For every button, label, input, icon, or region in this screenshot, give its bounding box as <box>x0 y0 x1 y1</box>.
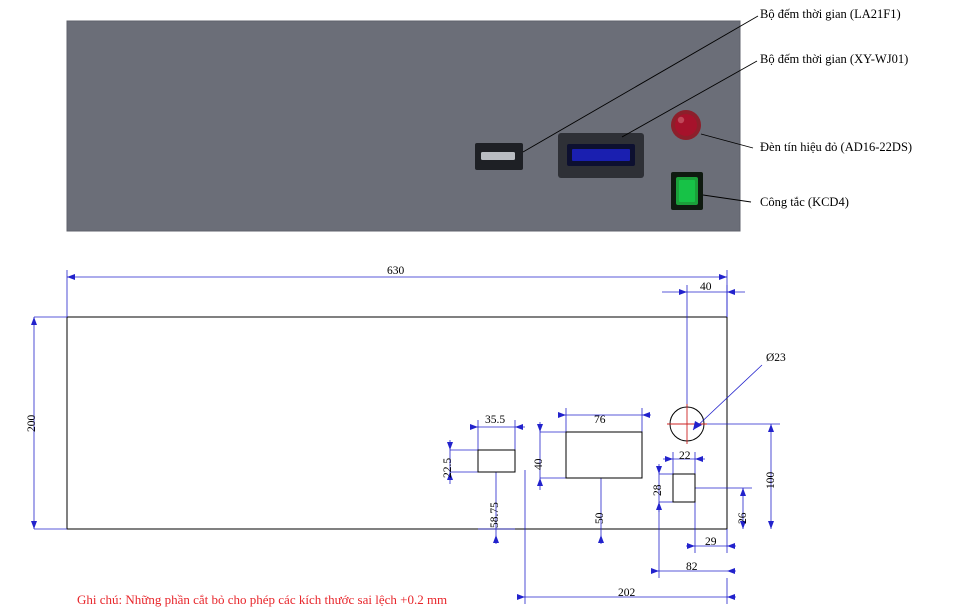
dim-small-rect-width: 35.5 <box>485 414 506 426</box>
dim-switch-width: 22 <box>679 450 691 462</box>
panel-outline <box>66 316 728 530</box>
dim-26: 26 <box>737 512 749 525</box>
dim-29: 29 <box>705 536 717 548</box>
cutout-switch-rect <box>672 473 696 503</box>
dim-large-rect-offset: 50 <box>594 512 606 525</box>
leader-hole-diameter <box>692 364 763 431</box>
dim-edge-to-hole: 40 <box>700 281 712 293</box>
label-rocker-switch: Công tắc (KCD4) <box>760 195 849 209</box>
panel-photo-group <box>66 15 759 232</box>
dim-202: 202 <box>618 587 636 599</box>
dim-82: 82 <box>686 561 698 573</box>
panel-outline-group <box>31 270 780 604</box>
dim-large-rect-width: 76 <box>594 414 606 426</box>
red-indicator-lamp-component <box>671 110 701 140</box>
dim-overall-height: 200 <box>26 414 38 432</box>
leader-lamp <box>700 133 754 149</box>
label-timer-xywj01: Bộ đếm thời gian (XY-WJ01) <box>760 52 909 66</box>
leader-la21f1 <box>522 15 759 153</box>
leader-switch <box>702 194 752 203</box>
timer-la21f1-component <box>475 143 523 170</box>
dim-small-rect-offset: 58.75 <box>489 502 501 528</box>
cutout-large-rect <box>565 431 643 479</box>
drawing-note: Ghi chú: Những phần cắt bỏ cho phép các … <box>77 592 448 607</box>
panel-photo <box>66 20 741 232</box>
dim-overall-width: 630 <box>387 265 405 277</box>
timer-xywj01-component <box>558 133 644 178</box>
dim-small-rect-height: 22.5 <box>442 457 454 478</box>
dim-100: 100 <box>765 471 777 489</box>
cutout-small-rect <box>477 449 516 473</box>
label-red-indicator-lamp: Đèn tín hiệu đỏ (AD16-22DS) <box>760 140 913 154</box>
dim-hole-diameter: Ø23 <box>766 352 786 364</box>
rocker-switch-component <box>671 172 703 210</box>
dim-switch-height: 28 <box>652 484 664 497</box>
dim-large-rect-height: 40 <box>533 458 545 471</box>
label-timer-la21f1: Bộ đếm thời gian (LA21F1) <box>760 7 901 21</box>
leader-xywj01 <box>621 60 758 138</box>
